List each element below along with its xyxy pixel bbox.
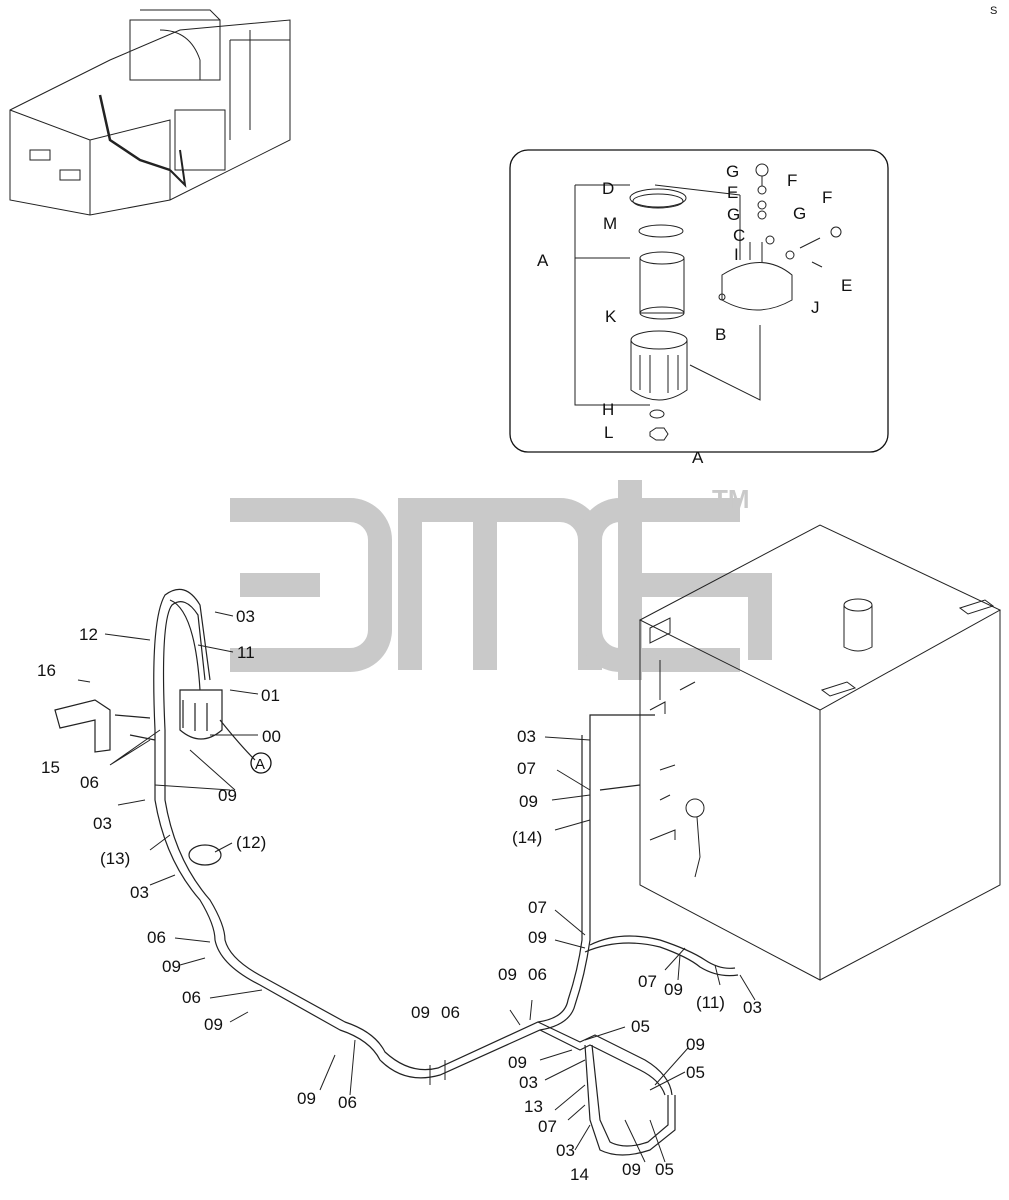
callout-03-d: 03 <box>519 1073 538 1092</box>
watermark-logo: TM <box>230 480 772 680</box>
inset-title-label: A <box>692 448 704 467</box>
callout-16: 16 <box>37 661 56 680</box>
callout-06-f: 06 <box>528 965 547 984</box>
callout-12: 12 <box>79 625 98 644</box>
callout-03-top: 03 <box>236 607 255 626</box>
callout-09-g: 09 <box>508 1053 527 1072</box>
part-g1-label: G <box>726 162 739 181</box>
part-f1-label: F <box>787 171 797 190</box>
callout-09-k: 09 <box>528 928 547 947</box>
callout-09-c: 09 <box>204 1015 223 1034</box>
part-b-label: B <box>715 325 726 344</box>
callout-12-paren: (12) <box>236 833 266 852</box>
part-l-label: L <box>604 423 613 442</box>
callout-a-ref: A <box>255 756 265 773</box>
callout-09-d: 09 <box>297 1089 316 1108</box>
callout-03-b: 03 <box>93 814 112 833</box>
part-f2-label: F <box>822 188 832 207</box>
part-g2-label: G <box>727 205 740 224</box>
part-c-label: C <box>733 226 745 245</box>
callout-09-h: 09 <box>622 1160 641 1179</box>
inset-frame <box>509 149 889 453</box>
callout-09-l: 09 <box>664 980 683 999</box>
callout-labels: 12 03 11 01 16 00 A 15 06 09 03 (13) (12… <box>37 607 762 1184</box>
part-g3-label: G <box>793 204 806 223</box>
callout-13-paren: (13) <box>100 849 130 868</box>
part-j-label: J <box>811 298 820 317</box>
callout-01: 01 <box>261 686 280 705</box>
part-a-label: A <box>537 251 549 270</box>
part-k-label: K <box>605 307 617 326</box>
watermark-tm: TM <box>712 484 750 514</box>
callout-06-a: 06 <box>80 773 99 792</box>
callout-14: 14 <box>570 1165 589 1184</box>
page-mark: S <box>990 5 997 17</box>
machine-overview <box>9 9 291 216</box>
callout-09-f: 09 <box>498 965 517 984</box>
callout-06-d: 06 <box>338 1093 357 1112</box>
callout-14-paren: (14) <box>512 828 542 847</box>
fuel-tank <box>638 524 1002 981</box>
part-e2-label: E <box>841 276 852 295</box>
callout-07-d: 07 <box>638 972 657 991</box>
callout-13: 13 <box>524 1097 543 1116</box>
callout-06-e: 06 <box>441 1003 460 1022</box>
callout-03-f: 03 <box>517 727 536 746</box>
callout-03-g: 03 <box>743 998 762 1017</box>
callout-11: 11 <box>237 643 255 662</box>
callout-09-e: 09 <box>411 1003 430 1022</box>
hose-network <box>54 588 739 1156</box>
callout-00: 00 <box>262 727 281 746</box>
callout-09-i: 09 <box>686 1035 705 1054</box>
callout-11-paren: (11) <box>696 993 725 1012</box>
callout-06-b: 06 <box>147 928 166 947</box>
part-m-label: M <box>603 214 617 233</box>
callout-09-a: 09 <box>218 786 237 805</box>
callout-09-j: 09 <box>519 792 538 811</box>
callout-05-a: 05 <box>631 1017 650 1036</box>
part-e1-label: E <box>727 183 738 202</box>
part-h-label: H <box>602 400 614 419</box>
callout-06-c: 06 <box>182 988 201 1007</box>
callout-circle-a <box>250 752 272 774</box>
inset-filter-exploded <box>574 163 842 441</box>
callout-15: 15 <box>41 758 60 777</box>
callout-07-b: 07 <box>517 759 536 778</box>
callout-05-b: 05 <box>655 1160 674 1179</box>
callout-09-b: 09 <box>162 957 181 976</box>
callout-05-c: 05 <box>686 1063 705 1082</box>
callout-03-c: 03 <box>130 883 149 902</box>
callout-07-c: 07 <box>528 898 547 917</box>
part-d-label: D <box>602 179 614 198</box>
part-i-label: I <box>734 245 739 264</box>
leader-lines <box>77 611 756 1163</box>
callout-03-e: 03 <box>556 1141 575 1160</box>
callout-07-a: 07 <box>538 1117 557 1136</box>
inset-labels: D M A K H L G F E G C I G F E J B A <box>537 162 852 467</box>
